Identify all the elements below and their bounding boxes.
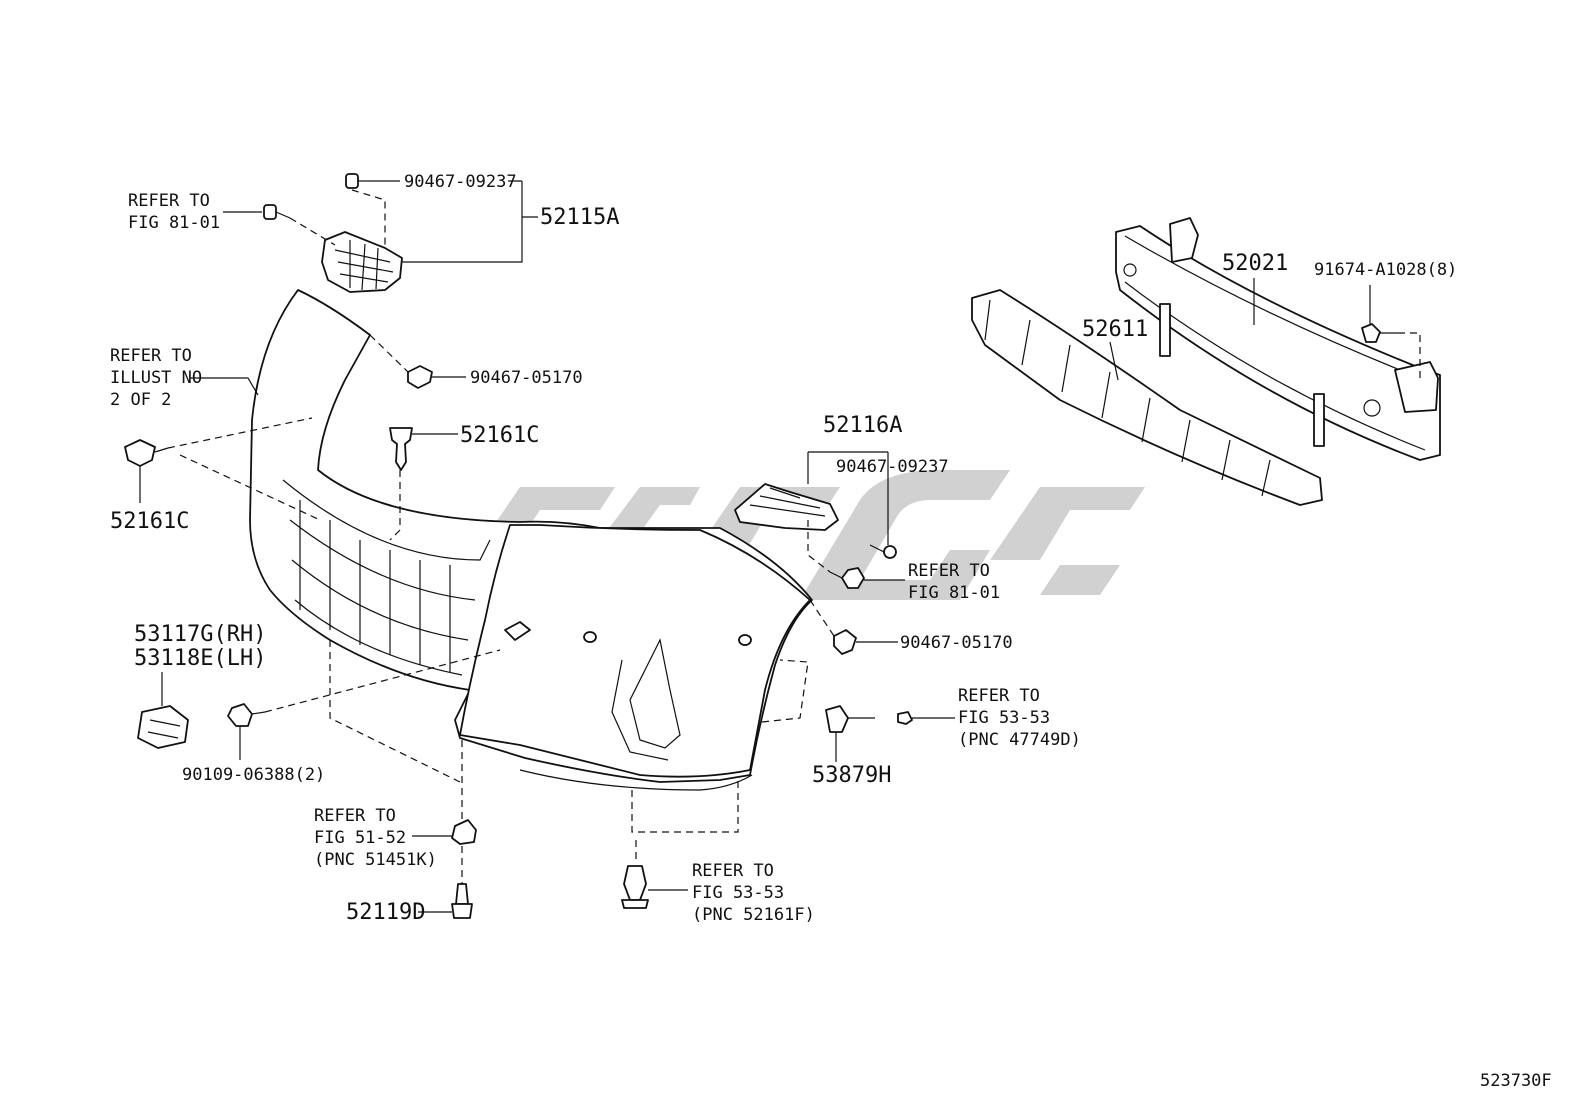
label-52161c-left: 52161C xyxy=(110,509,189,534)
label-53117g: 53117G(RH) xyxy=(134,622,266,647)
refer-fig-53-53-right-line3: (PNC 47749D) xyxy=(958,730,1081,750)
label-90467-05170-top: 90467-05170 xyxy=(470,368,583,388)
bolt-icon xyxy=(345,173,368,189)
clip-52161c-center-icon xyxy=(389,427,413,471)
label-90467-09237-top: 90467-09237 xyxy=(404,172,517,192)
clip-52161f-icon xyxy=(621,865,649,909)
label-90467-09237-right: 90467-09237 xyxy=(836,457,949,477)
bolt-icon xyxy=(1361,323,1398,343)
refer-illust-line2: ILLUST NO xyxy=(110,368,202,388)
refer-fig-53-53-bottom-line1: REFER TO xyxy=(692,861,774,881)
refer-illust-line1: REFER TO xyxy=(110,346,192,366)
refer-fig-51-52-line2: FIG 51-52 xyxy=(314,828,406,848)
refer-illust-line3: 2 OF 2 xyxy=(110,390,171,410)
label-90467-05170-right: 90467-05170 xyxy=(900,633,1013,653)
clip-52161c-left-icon xyxy=(124,439,169,467)
clip-icon xyxy=(897,711,913,725)
refer-fig-51-52-line1: REFER TO xyxy=(314,806,396,826)
refer-fig-81-01-right-line2: FIG 81-01 xyxy=(908,583,1000,603)
bracket-53117g-53118e xyxy=(137,705,189,749)
label-52161c-center: 52161C xyxy=(460,423,539,448)
label-52021: 52021 xyxy=(1222,251,1288,276)
bolt-icon xyxy=(829,567,865,589)
clip-90467-05170-top-icon xyxy=(407,365,433,389)
front-bumper-cover xyxy=(249,289,813,791)
label-52115a: 52115A xyxy=(540,205,619,230)
refer-fig-81-01-right-line1: REFER TO xyxy=(908,561,990,581)
label-90109-06388: 90109-06388(2) xyxy=(182,765,325,785)
clip-51451k-icon xyxy=(451,819,477,845)
refer-fig-81-01-top-line1: REFER TO xyxy=(128,191,210,211)
bolt-icon xyxy=(227,703,266,727)
bolt-icon xyxy=(869,544,897,559)
energy-absorber-52611 xyxy=(971,289,1323,506)
label-52119d: 52119D xyxy=(346,900,425,925)
label-53118e: 53118E(LH) xyxy=(134,646,266,671)
refer-fig-51-52-line3: (PNC 51451K) xyxy=(314,850,437,870)
refer-fig-81-01-top-line2: FIG 81-01 xyxy=(128,213,220,233)
refer-fig-53-53-right-line1: REFER TO xyxy=(958,686,1040,706)
label-53879h: 53879H xyxy=(812,763,891,788)
label-52116a: 52116A xyxy=(823,413,902,438)
figure-code: 523730F xyxy=(1480,1071,1552,1091)
bolt-icon xyxy=(263,204,291,220)
bracket-52115a xyxy=(321,231,403,293)
screw-52119d-icon xyxy=(451,883,473,919)
clip-90467-05170-right-icon xyxy=(833,629,857,655)
refer-fig-53-53-bottom-line3: (PNC 52161F) xyxy=(692,905,815,925)
part-53879h-icon xyxy=(825,705,875,733)
refer-fig-53-53-bottom-line2: FIG 53-53 xyxy=(692,883,784,903)
refer-fig-53-53-right-line2: FIG 53-53 xyxy=(958,708,1050,728)
label-91674-a1028: 91674-A1028(8) xyxy=(1314,260,1457,280)
bracket-52116a xyxy=(734,483,839,531)
label-52611: 52611 xyxy=(1082,317,1148,342)
bumper-reinforcement-52021 xyxy=(1115,217,1441,461)
